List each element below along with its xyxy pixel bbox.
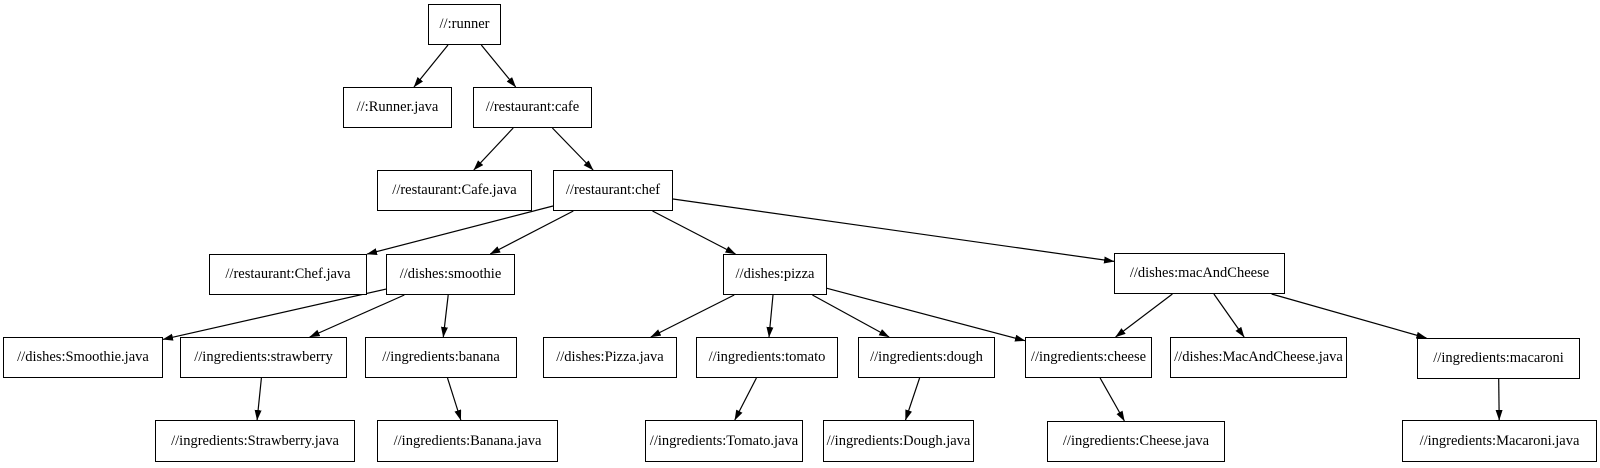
graph-node-smoothie: //dishes:smoothie: [386, 254, 515, 295]
graph-edge-chef-to-pizza: [652, 210, 736, 255]
graph-node-cheese: //ingredients:cheese: [1025, 337, 1152, 378]
graph-edge-pizza-to-pizza-java: [650, 294, 735, 338]
graph-edge-banana-to-banana-java: [446, 377, 462, 421]
graph-edge-pizza-to-dough: [812, 294, 890, 338]
graph-node-strawberry: //ingredients:strawberry: [180, 337, 347, 378]
graph-edge-pizza-to-cheese: [826, 287, 1026, 342]
graph-node-mac-and-cheese: //dishes:macAndCheese: [1114, 253, 1285, 294]
graph-node-dough-java: //ingredients:Dough.java: [823, 420, 974, 462]
graph-edge-dough-to-dough-java: [904, 377, 921, 421]
graph-node-cafe-java: //restaurant:Cafe.java: [377, 170, 532, 211]
graph-node-runner: //:runner: [428, 4, 501, 45]
graph-edge-macaroni-to-macaroni-java: [1495, 378, 1503, 421]
graph-edge-cafe-to-chef: [551, 127, 594, 171]
graph-edge-smoothie-to-banana: [440, 294, 449, 338]
graph-node-banana-java: //ingredients:Banana.java: [377, 420, 558, 462]
graph-node-macaroni-java: //ingredients:Macaroni.java: [1402, 420, 1597, 462]
graph-edge-chef-to-chef-java: [366, 205, 554, 255]
graph-edge-tomato-to-tomato-java: [734, 377, 757, 421]
graph-edge-smoothie-to-strawberry: [309, 294, 405, 338]
graph-node-macaroni: //ingredients:macaroni: [1417, 338, 1580, 379]
graph-node-pizza-java: //dishes:Pizza.java: [543, 337, 677, 378]
graph-node-smoothie-java: //dishes:Smoothie.java: [3, 337, 163, 378]
graph-node-pizza: //dishes:pizza: [723, 254, 827, 295]
graph-node-runner-java: //:Runner.java: [343, 87, 452, 128]
graph-edge-smoothie-to-smoothie-java: [162, 288, 387, 341]
graph-node-tomato-java: //ingredients:Tomato.java: [645, 420, 803, 462]
graph-edge-chef-to-smoothie: [489, 210, 574, 255]
graph-node-chef-java: //restaurant:Chef.java: [209, 254, 367, 295]
graph-edge-cafe-to-cafe-java: [473, 127, 514, 171]
graph-node-cheese-java: //ingredients:Cheese.java: [1047, 421, 1225, 462]
graph-edge-mac-and-cheese-to-cheese: [1115, 293, 1173, 338]
graph-edge-strawberry-to-strawberry-java: [254, 377, 262, 421]
graph-edge-mac-and-cheese-to-macaroni: [1271, 293, 1427, 339]
graph-node-strawberry-java: //ingredients:Strawberry.java: [155, 420, 355, 462]
graph-node-banana: //ingredients:banana: [365, 337, 517, 378]
graph-edge-pizza-to-tomato: [766, 294, 774, 338]
graph-edge-runner-to-runner-java: [413, 44, 449, 88]
graph-node-mac-and-cheese-java: //dishes:MacAndCheese.java: [1170, 337, 1347, 378]
graph-node-tomato: //ingredients:tomato: [696, 337, 838, 378]
graph-edge-runner-to-cafe: [480, 44, 517, 88]
graph-node-cafe: //restaurant:cafe: [473, 87, 592, 128]
graph-node-chef: //restaurant:chef: [553, 170, 673, 211]
graph-node-dough: //ingredients:dough: [858, 337, 995, 378]
graph-edge-cheese-to-cheese-java: [1099, 377, 1125, 422]
graph-edge-chef-to-mac-and-cheese: [672, 198, 1115, 264]
graph-edge-mac-and-cheese-to-mac-and-cheese-java: [1213, 293, 1245, 338]
